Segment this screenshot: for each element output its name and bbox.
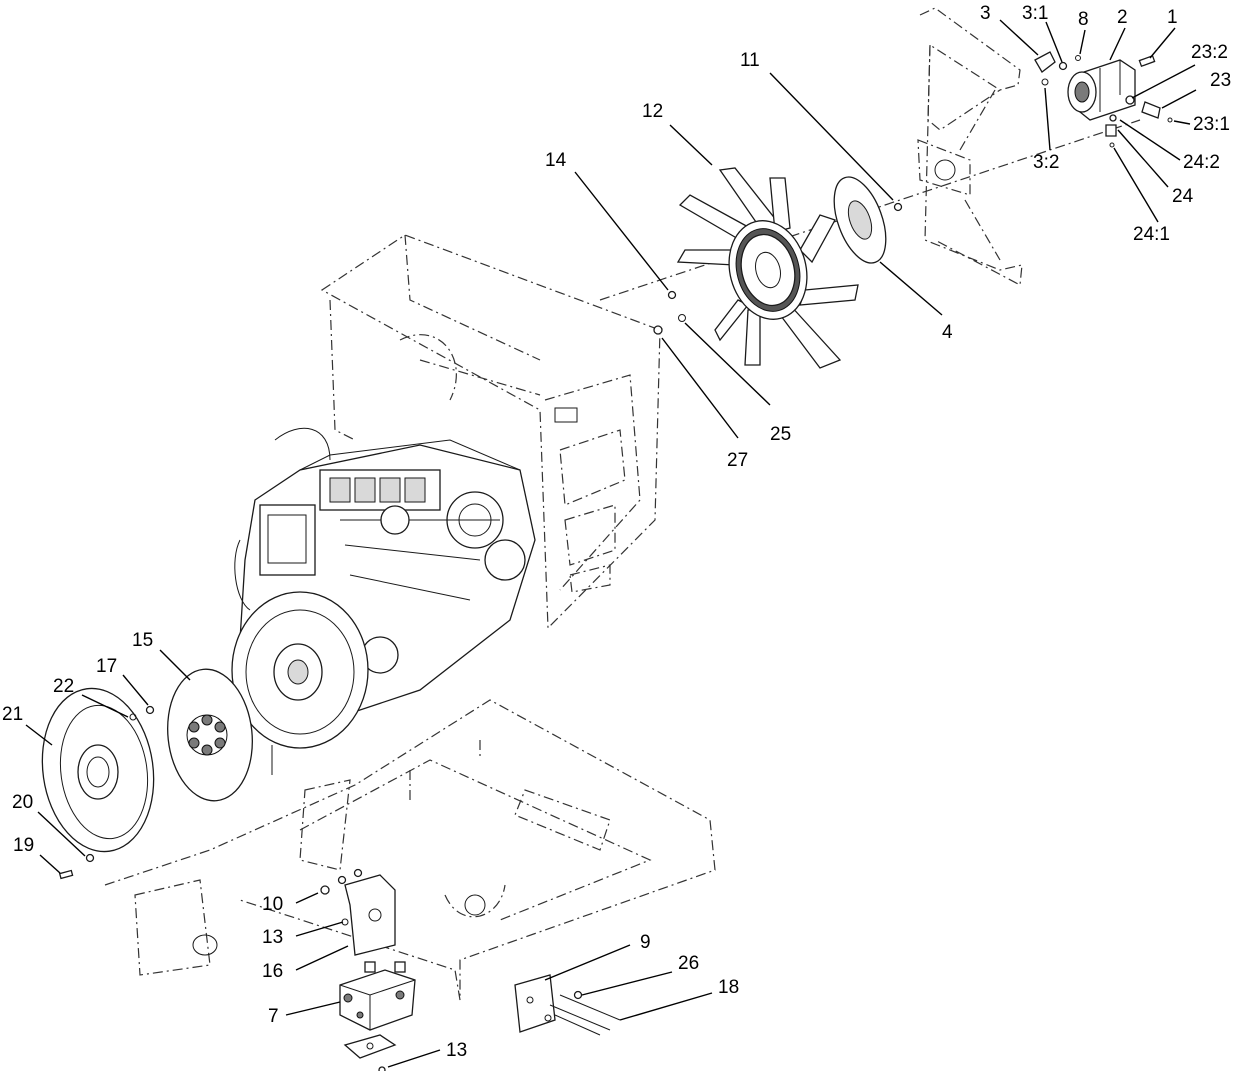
hydraulic-valve-block	[339, 961, 416, 1031]
callout-24-1: 24:1	[1133, 224, 1170, 245]
callout-18: 18	[718, 977, 739, 998]
callout-21: 21	[2, 704, 23, 725]
callout-11: 11	[740, 50, 760, 71]
fan-fasteners	[653, 290, 686, 335]
drive-coupler	[167, 668, 253, 802]
rear-mount-plate	[514, 974, 621, 1036]
callout-22: 22	[53, 676, 74, 697]
callout-16: 16	[262, 961, 283, 982]
fan-shroud-bracket	[917, 7, 1023, 286]
leader-lines	[25, 19, 1197, 1068]
callout-24-2: 24:2	[1183, 152, 1220, 173]
callout-7: 7	[268, 1006, 279, 1027]
lower-bracket	[343, 1034, 397, 1071]
flywheel-adapter	[41, 687, 155, 853]
coupler-fasteners	[58, 705, 155, 880]
callout-25: 25	[770, 424, 791, 445]
callout-3-1: 3:1	[1022, 3, 1048, 24]
callout-27: 27	[727, 450, 748, 471]
callout-14: 14	[545, 150, 567, 171]
callout-3-2: 3:2	[1033, 152, 1059, 173]
callout-3: 3	[980, 3, 991, 24]
callout-26: 26	[678, 953, 699, 974]
valve-mount-bracket	[320, 868, 396, 956]
callout-4: 4	[942, 322, 953, 343]
lower-frame	[104, 699, 716, 1001]
callout-19: 19	[13, 835, 34, 856]
callout-20: 20	[12, 792, 33, 813]
callout-23-2: 23:2	[1191, 42, 1228, 63]
callout-labels: 1 2 3 3:1 8 23:2 23 23:1 24:2 24 24:1 3:…	[2, 3, 1231, 1061]
callout-13-lower: 13	[446, 1040, 467, 1061]
motor-fittings	[1034, 51, 1173, 148]
callout-12: 12	[642, 101, 663, 122]
cooling-fan	[676, 167, 859, 369]
callout-23-1: 23:1	[1193, 114, 1230, 135]
callout-1: 1	[1167, 7, 1178, 28]
engine	[231, 427, 536, 775]
callout-10: 10	[262, 894, 283, 915]
callout-17: 17	[96, 656, 117, 677]
callout-9: 9	[640, 932, 651, 953]
callout-8: 8	[1078, 9, 1089, 30]
hydraulic-motor	[1067, 59, 1136, 121]
callout-13-upper: 13	[262, 927, 283, 948]
callout-2: 2	[1117, 7, 1128, 28]
callout-23: 23	[1210, 70, 1231, 91]
callout-15: 15	[132, 630, 153, 651]
callout-24: 24	[1172, 186, 1194, 207]
fan-hub-plate	[833, 176, 903, 264]
engine-support-frame	[320, 234, 661, 630]
